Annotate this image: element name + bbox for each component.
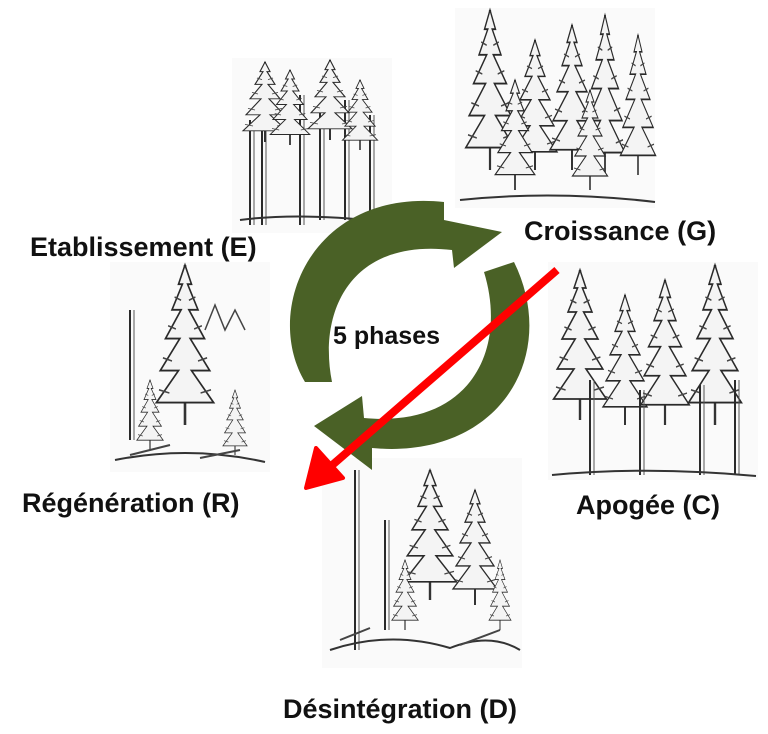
shortcut-arrow	[304, 266, 560, 490]
growth-trees-illustration	[455, 8, 657, 208]
phase-label-establishment: Etablissement (E)	[30, 232, 257, 262]
climax-trees-illustration	[548, 262, 758, 480]
establishment-trees-illustration	[232, 58, 392, 233]
cycle-arrow-bottom	[314, 262, 530, 470]
disintegration-trees-illustration	[322, 458, 522, 668]
phase-label-climax: Apogée (C)	[576, 490, 720, 520]
cycle-arrow-top	[289, 200, 502, 382]
regeneration-trees-illustration	[110, 262, 270, 472]
cycle-arrows	[289, 200, 530, 470]
phase-label-regeneration: Régénération (R)	[22, 488, 240, 518]
phase-label-disintegration: Désintégration (D)	[283, 694, 518, 724]
center-label: 5 phases	[333, 322, 441, 350]
phase-label-growth: Croissance (G)	[524, 216, 717, 246]
